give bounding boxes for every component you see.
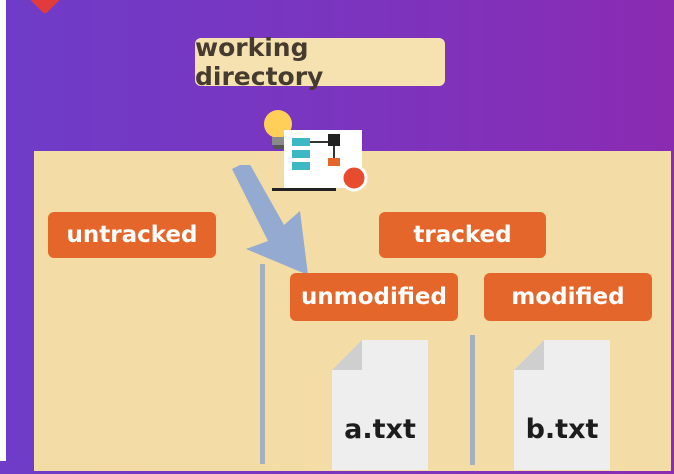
file-b: b.txt [514,340,610,470]
working-directory-title: working directory [195,38,445,86]
untracked-tracked-divider [260,264,265,464]
tracked-label: tracked [379,212,546,258]
untracked-label: untracked [48,212,216,258]
git-logo-icon [20,0,220,12]
file-b-name: b.txt [514,414,610,445]
file-a-name: a.txt [332,414,428,445]
arrow-icon [224,165,314,275]
file-icon [332,340,428,470]
unmodified-modified-divider [470,335,475,465]
unmodified-label: unmodified [290,273,458,321]
left-white-edge [0,0,6,461]
file-icon [514,340,610,470]
git-diamond-icon [29,0,60,15]
modified-label: modified [484,273,652,321]
file-a: a.txt [332,340,428,470]
